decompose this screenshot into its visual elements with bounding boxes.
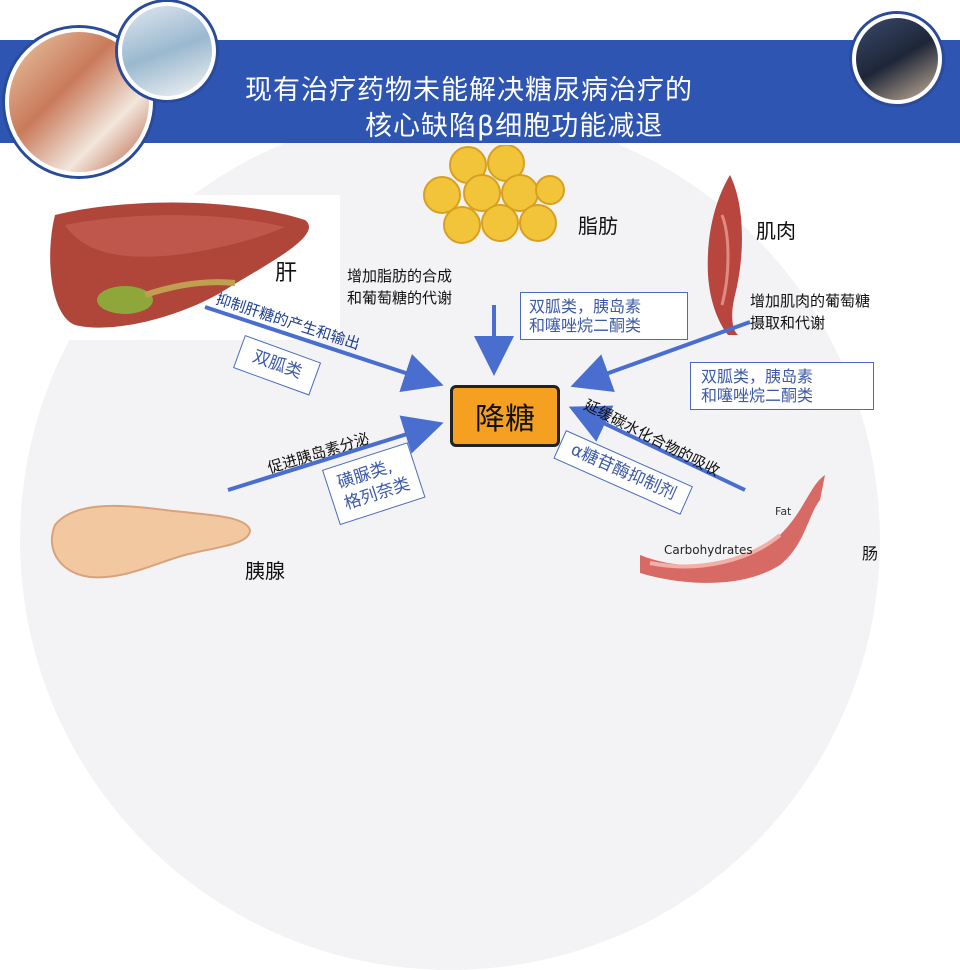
pancreas-arrow <box>227 415 444 492</box>
fat-mechanism-line-1: 增加脂肪的合成 <box>347 267 453 285</box>
pancreas-image <box>45 485 255 590</box>
muscle-drug-box: 双胍类，胰岛素 和噻唑烷二酮类 <box>690 362 874 410</box>
muscle-mechanism-line-2: 摄取和代谢 <box>750 314 826 332</box>
intestine-image <box>630 455 830 585</box>
muscle-label: 肌肉 <box>756 219 796 243</box>
intestine-label: 肠 <box>862 544 879 563</box>
muscle-drug-line-1: 双胍类，胰岛素 <box>701 367 814 386</box>
muscle-arrow <box>570 320 751 392</box>
muscle-drug-line-2: 和噻唑烷二酮类 <box>701 386 814 405</box>
fat-drug-box: 双胍类，胰岛素 和噻唑烷二酮类 <box>520 292 688 340</box>
liver-image <box>25 195 340 340</box>
intestine-fat-label: Fat <box>775 505 792 518</box>
muscle-mechanism-line-1: 增加肌肉的葡萄糖 <box>750 292 871 310</box>
fat-label: 脂肪 <box>578 214 618 238</box>
pancreas-label: 胰腺 <box>245 559 285 583</box>
intestine-carbohydrates-label: Carbohydrates <box>664 543 753 557</box>
fat-mechanism-line-2: 和葡萄糖的代谢 <box>347 289 453 307</box>
fat-cells-image <box>420 144 565 255</box>
intestine-arrow <box>568 405 746 492</box>
fat-drug-line-1: 双胍类，胰岛素 <box>529 297 642 316</box>
muscle-mechanism: 增加肌肉的葡萄糖 摄取和代谢 <box>750 290 870 334</box>
arrows-layer <box>204 305 751 492</box>
glucose-lowering-box: 降糖 <box>450 385 560 447</box>
surgeon-photo <box>118 2 216 100</box>
patient-photo <box>852 14 942 104</box>
title-line-1: 现有治疗药物未能解决糖尿病治疗的 <box>245 75 693 106</box>
liver-arrow <box>204 305 444 392</box>
liver-label: 肝 <box>275 261 298 286</box>
fat-drug-line-2: 和噻唑烷二酮类 <box>529 316 642 335</box>
fat-mechanism: 增加脂肪的合成 和葡萄糖的代谢 <box>347 265 452 309</box>
title-line-2: 核心缺陷β细胞功能减退 <box>365 111 664 142</box>
muscle-image <box>700 175 750 335</box>
